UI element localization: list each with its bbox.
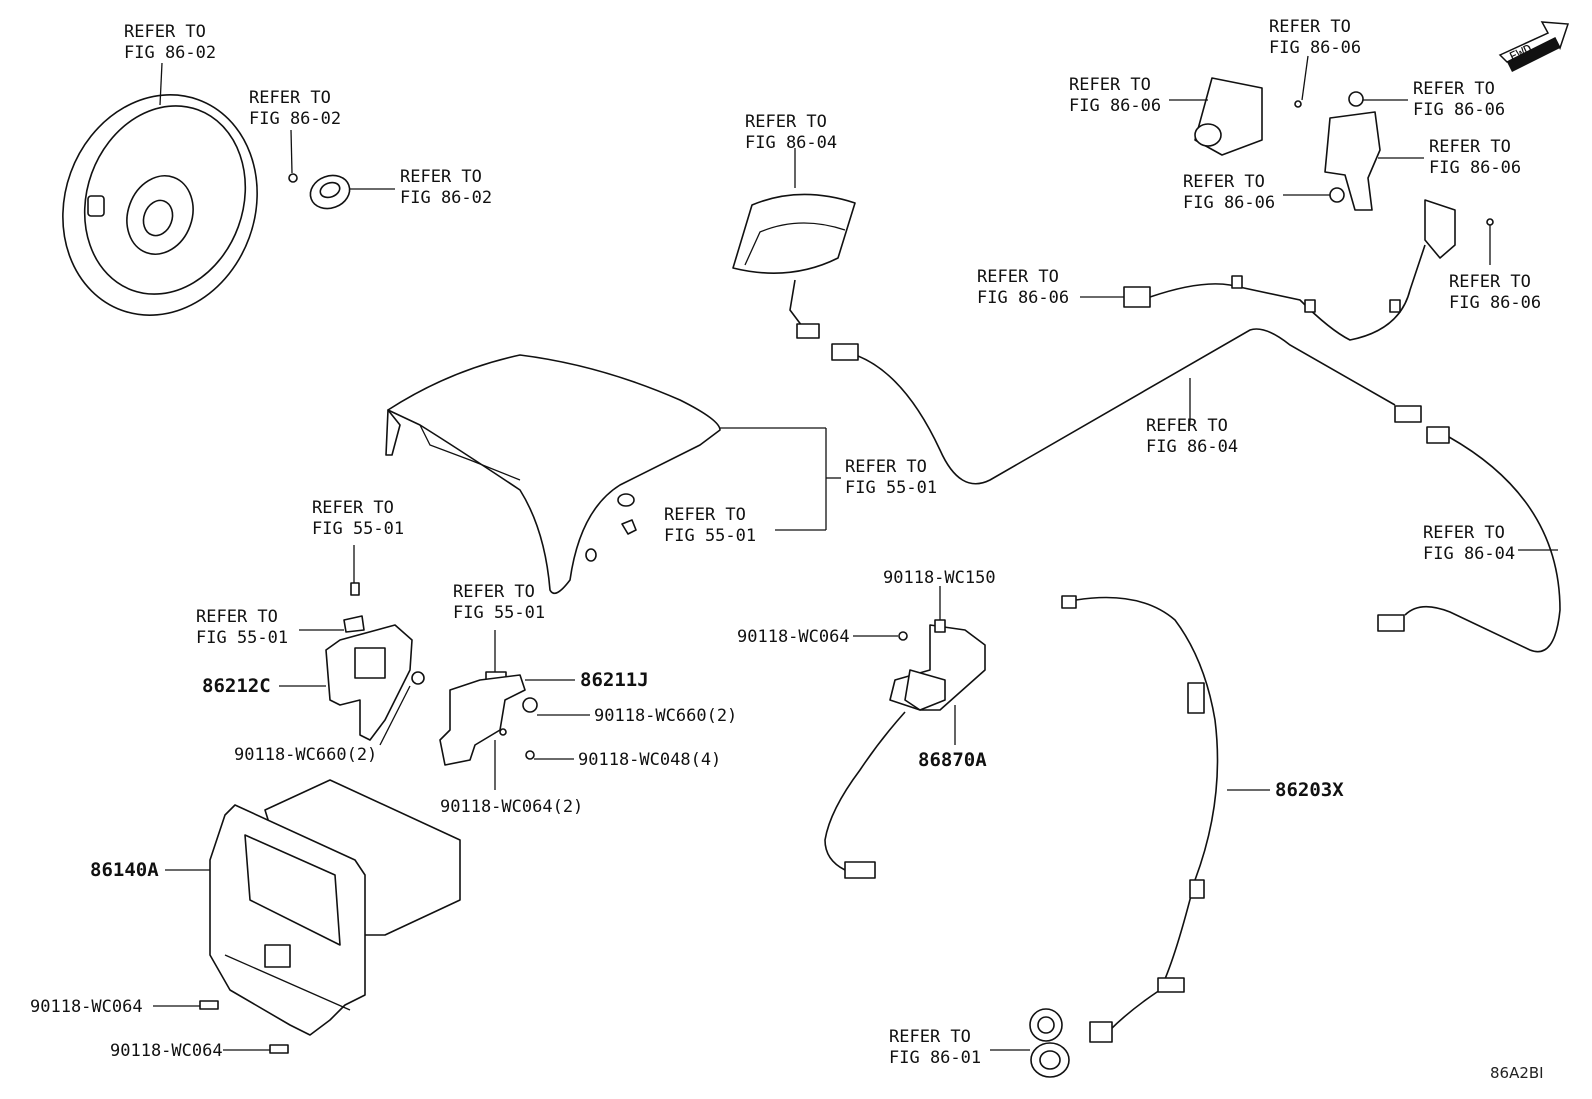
ref-cam-harness-line1: REFER TO xyxy=(977,267,1059,287)
ref-cam-nut-top-line2: FIG 86-06 xyxy=(1413,100,1505,120)
ref-camera-line1: REFER TO xyxy=(1069,75,1151,95)
ref-cam-nut-low-line1: REFER TO xyxy=(1183,172,1265,192)
usb-ports xyxy=(1029,1008,1070,1078)
antenna-cable xyxy=(831,328,1561,653)
ref-bracket-screw-line2: FIG 55-01 xyxy=(312,519,404,539)
ref-tweeter-line1: REFER TO xyxy=(400,167,482,187)
part-86212C: 86212C xyxy=(202,675,271,697)
part-86870A: 86870A xyxy=(918,749,987,771)
ref-cover-clip-line2: FIG 55-01 xyxy=(664,526,756,546)
ref-tweeter-line2: FIG 86-02 xyxy=(400,188,492,208)
ref-bracket-clip-line1: REFER TO xyxy=(196,607,278,627)
ref-cover-clip-line1: REFER TO xyxy=(664,505,746,525)
shark-fin-antenna xyxy=(732,193,856,339)
part-nut-left: 90118-WC660(2) xyxy=(234,745,377,765)
usb-harness-86203X xyxy=(1061,595,1219,1043)
ref-bracket-screw-line1: REFER TO xyxy=(312,498,394,518)
ref-cover-line1: REFER TO xyxy=(845,457,927,477)
part-screw-bracket: 90118-WC064(2) xyxy=(440,797,583,817)
ref-antenna-cable-line2: FIG 86-04 xyxy=(1146,437,1238,457)
ref-cam-screw-right-line1: REFER TO xyxy=(1449,272,1531,292)
ref-antenna-cable-end-line2: FIG 86-04 xyxy=(1423,544,1515,564)
ref-tweeter-screw-line2: FIG 86-02 xyxy=(249,109,341,129)
part-bolt-bracket: 90118-WC048(4) xyxy=(578,750,721,770)
ref-bracket-j-clip-line1: REFER TO xyxy=(453,582,535,602)
part-module-screw-left: 90118-WC064 xyxy=(737,627,850,647)
ref-cam-bracket-line2: FIG 86-06 xyxy=(1429,158,1521,178)
ref-cam-screw-right-line2: FIG 86-06 xyxy=(1449,293,1541,313)
part-nut-right: 90118-WC660(2) xyxy=(594,706,737,726)
ref-speaker-line2: FIG 86-02 xyxy=(124,43,216,63)
ref-tweeter-screw-line1: REFER TO xyxy=(249,88,331,108)
ref-bracket-j-clip-line2: FIG 55-01 xyxy=(453,603,545,623)
ref-camera-line2: FIG 86-06 xyxy=(1069,96,1161,116)
ref-cam-nut-top-line1: REFER TO xyxy=(1413,79,1495,99)
diagram-id: 86A2BI xyxy=(1490,1064,1544,1082)
part-head-screw-1: 90118-WC064 xyxy=(30,997,143,1017)
bracket-left-86212C xyxy=(325,582,425,741)
ref-cover-line2: FIG 55-01 xyxy=(845,478,937,498)
bracket-right-86211J xyxy=(439,671,538,766)
head-unit-86140A xyxy=(209,779,461,1036)
ref-cam-screw-top-line1: REFER TO xyxy=(1269,17,1351,37)
part-86140A: 86140A xyxy=(90,859,159,881)
ref-usb-line1: REFER TO xyxy=(889,1027,971,1047)
ref-antenna-cable-line1: REFER TO xyxy=(1146,416,1228,436)
ref-speaker-line1: REFER TO xyxy=(124,22,206,42)
ref-cam-bracket-line1: REFER TO xyxy=(1429,137,1511,157)
console-cover xyxy=(385,354,721,595)
speaker-illustration xyxy=(62,94,258,316)
ref-antenna-line1: REFER TO xyxy=(745,112,827,132)
ref-cam-screw-top-line2: FIG 86-06 xyxy=(1269,38,1361,58)
module-86870A xyxy=(824,619,986,879)
part-head-screw-2: 90118-WC064 xyxy=(110,1041,223,1061)
tweeter-illustration xyxy=(288,173,351,210)
part-86211J: 86211J xyxy=(580,669,649,691)
ref-cam-harness-line2: FIG 86-06 xyxy=(977,288,1069,308)
ref-usb-line2: FIG 86-01 xyxy=(889,1048,981,1068)
ref-antenna-cable-end-line1: REFER TO xyxy=(1423,523,1505,543)
part-module-screw-top: 90118-WC150 xyxy=(883,568,996,588)
rear-camera-assembly xyxy=(1123,77,1494,341)
ref-bracket-clip-line2: FIG 55-01 xyxy=(196,628,288,648)
forward-arrow-badge: FWD xyxy=(1498,21,1570,72)
part-86203X: 86203X xyxy=(1275,779,1344,801)
ref-cam-nut-low-line2: FIG 86-06 xyxy=(1183,193,1275,213)
ref-antenna-line2: FIG 86-04 xyxy=(745,133,837,153)
